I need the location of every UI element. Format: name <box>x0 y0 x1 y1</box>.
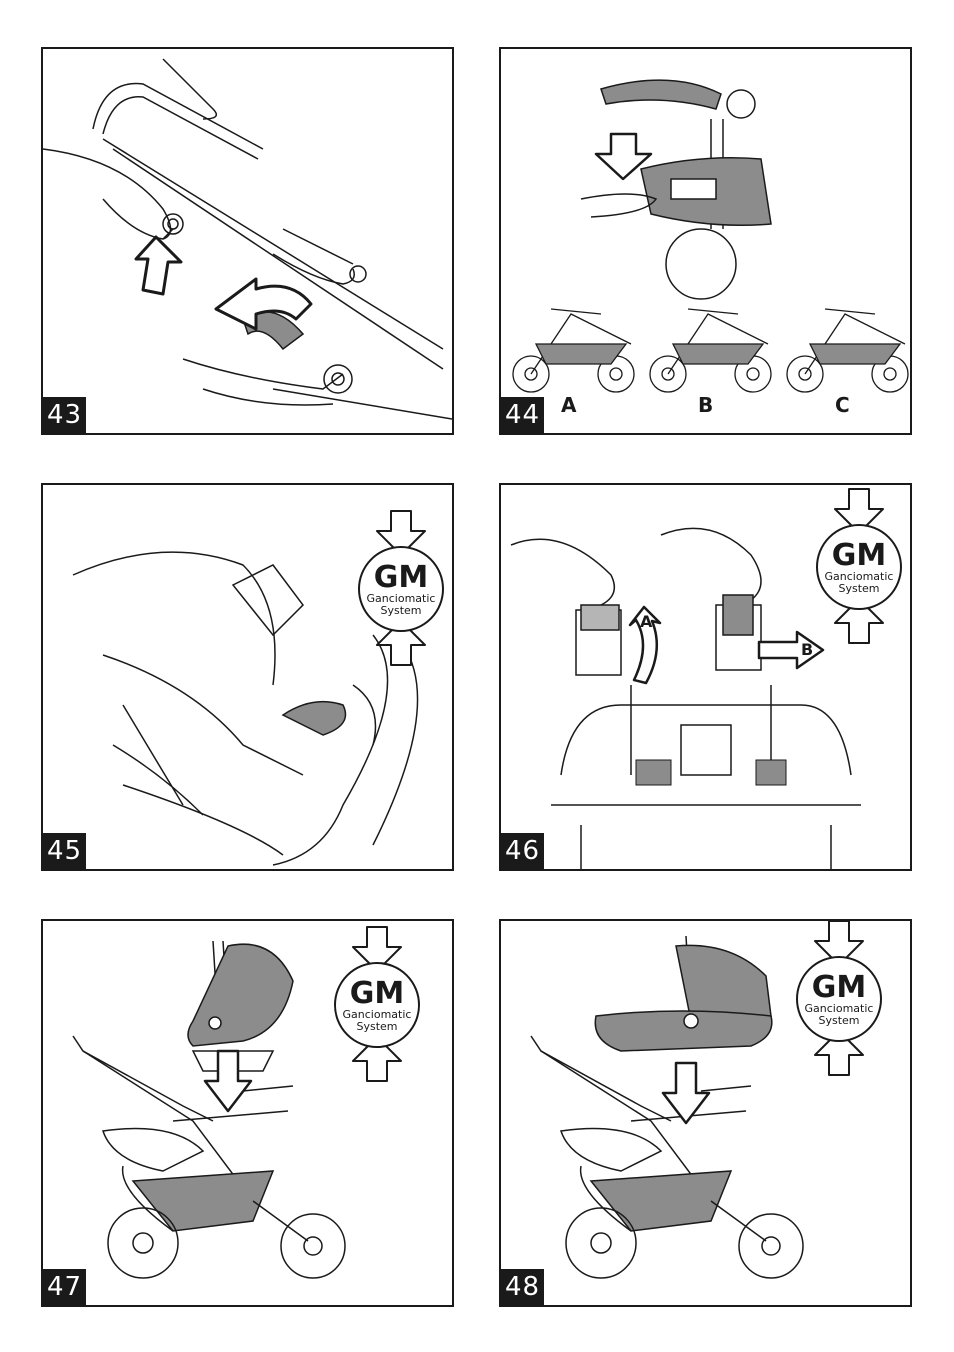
seat-release-illustration <box>510 527 861 869</box>
step-number: 48 <box>501 1269 545 1305</box>
panel-46: A B GM Ganciomatic System 46 <box>499 483 912 871</box>
step-number: 47 <box>43 1269 87 1305</box>
gm-system-icon: GM Ganciomatic System <box>334 926 420 1082</box>
arrow-up-icon <box>134 235 183 296</box>
seat-hook-illustration <box>72 551 419 866</box>
arrow-down-icon <box>203 1049 253 1113</box>
step-number: 44 <box>501 397 545 433</box>
arrow-label-b: B <box>801 640 813 659</box>
gm-title: GM <box>812 970 866 1005</box>
car-seat-attach-illustration <box>72 940 346 1279</box>
position-label-c: C <box>835 393 850 417</box>
gm-system-icon: GM Ganciomatic System <box>816 488 902 644</box>
stroller-positions <box>512 308 909 393</box>
gm-title: GM <box>832 538 886 573</box>
gm-line2: System <box>380 604 421 617</box>
gm-line2: System <box>818 1014 859 1027</box>
gm-line1: Ganciomatic <box>805 1002 874 1015</box>
arrow-curved-icon <box>214 277 313 331</box>
panel-48: GM Ganciomatic System 48 <box>499 919 912 1307</box>
position-label-a: A <box>561 393 577 417</box>
canopy-adjust-illustration <box>580 79 772 300</box>
stroller-fold-illustration <box>43 58 452 420</box>
step-number: 45 <box>43 833 87 869</box>
arrow-label-a: A <box>640 612 653 631</box>
gm-system-icon: GM Ganciomatic System <box>358 510 444 666</box>
gm-title: GM <box>374 560 428 595</box>
arrow-curved-up-icon: A <box>628 605 662 685</box>
gm-line1: Ganciomatic <box>825 570 894 583</box>
gm-line1: Ganciomatic <box>367 592 436 605</box>
gm-system-icon: GM Ganciomatic System <box>796 921 882 1076</box>
stroller-c <box>786 308 909 393</box>
arrow-right-icon: B <box>757 630 825 670</box>
stroller-a <box>512 308 635 393</box>
gm-line1: Ganciomatic <box>343 1008 412 1021</box>
arrow-down-icon <box>661 1061 711 1125</box>
panel-44: A B C 44 <box>499 47 912 435</box>
panel-47: GM Ganciomatic System 47 <box>41 919 454 1307</box>
position-label-b: B <box>698 393 714 417</box>
carrycot-attach-illustration <box>530 935 804 1279</box>
stroller-b <box>649 308 772 393</box>
panel-45: GM Ganciomatic System 45 <box>41 483 454 871</box>
step-number: 46 <box>501 833 545 869</box>
gm-line2: System <box>356 1020 397 1033</box>
gm-line2: System <box>838 582 879 595</box>
step-number: 43 <box>43 397 87 433</box>
gm-title: GM <box>350 976 404 1011</box>
panel-43: 43 <box>41 47 454 435</box>
